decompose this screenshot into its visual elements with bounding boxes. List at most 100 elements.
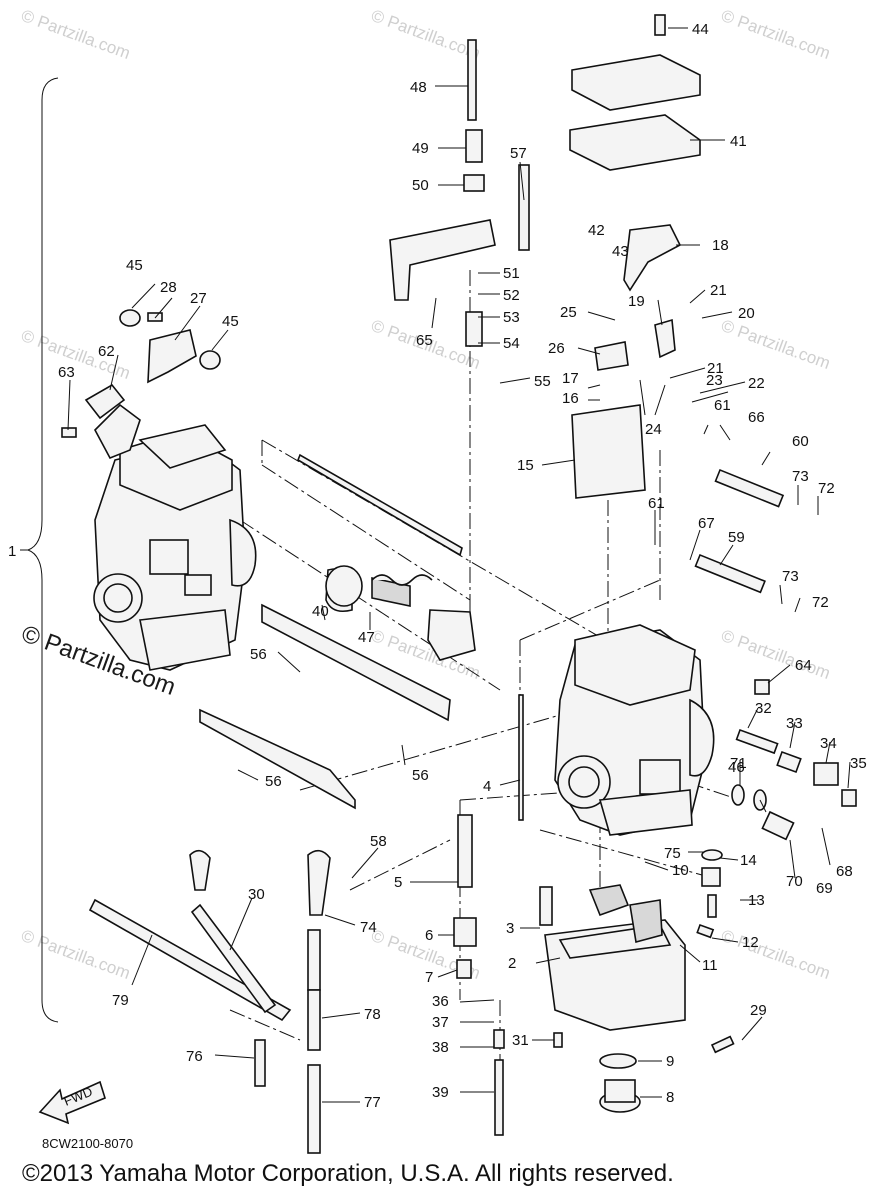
callout-35: 35	[850, 755, 867, 772]
callout-5: 5	[394, 874, 402, 891]
callout-77: 77	[364, 1094, 381, 1111]
callout-13: 13	[748, 892, 765, 909]
springs	[325, 565, 433, 607]
fwd-arrow-icon: FWD	[38, 1080, 106, 1125]
top-cover-group	[569, 14, 701, 171]
linkage-parts	[199, 219, 682, 810]
hoses	[88, 849, 331, 1154]
callout-76: 76	[186, 1048, 203, 1065]
callout-29: 29	[750, 1002, 767, 1019]
callout-56: 56	[250, 646, 267, 663]
callout-52: 52	[503, 287, 520, 304]
callout-20: 20	[738, 305, 755, 322]
callout-78: 78	[364, 1006, 381, 1023]
callout-44: 44	[692, 21, 709, 38]
callout-58: 58	[370, 833, 387, 850]
callout-22: 22	[748, 375, 765, 392]
callout-71: 71	[730, 755, 747, 772]
callout-66: 66	[748, 409, 765, 426]
callout-24: 24	[645, 421, 662, 438]
callout-70: 70	[786, 873, 803, 890]
callout-26: 26	[548, 340, 565, 357]
callout-61b: 61	[648, 495, 665, 512]
callout-14: 14	[740, 852, 757, 869]
callout-68: 68	[836, 863, 853, 880]
callout-72: 72	[818, 480, 835, 497]
callout-21: 21	[710, 282, 727, 299]
callout-36: 36	[432, 993, 449, 1010]
diagram-code: 8CW2100-8070	[42, 1136, 133, 1151]
callout-79: 79	[112, 992, 129, 1009]
callout-4: 4	[483, 778, 491, 795]
callout-33: 33	[786, 715, 803, 732]
callout-27: 27	[190, 290, 207, 307]
callout-50: 50	[412, 177, 429, 194]
callout-72b: 72	[812, 594, 829, 611]
callout-53: 53	[503, 309, 520, 326]
callout-40: 40	[312, 603, 329, 620]
callout-32: 32	[755, 700, 772, 717]
callout-46: 46	[728, 759, 745, 776]
watermark: © Partzilla.com	[19, 926, 133, 983]
callout-10: 10	[672, 862, 689, 879]
callout-43: 43	[612, 243, 629, 260]
callout-18: 18	[712, 237, 729, 254]
callout-60: 60	[792, 433, 809, 450]
callout-1: 1	[8, 543, 16, 560]
callout-37: 37	[432, 1014, 449, 1031]
screws-and-jets	[453, 39, 857, 1136]
watermark: © Partzilla.com	[369, 6, 483, 63]
callout-67: 67	[698, 515, 715, 532]
callout-57: 57	[510, 145, 527, 162]
callout-6: 6	[425, 927, 433, 944]
left-carburetor	[61, 309, 257, 671]
callout-42: 42	[588, 222, 605, 239]
callout-23: 23	[706, 372, 723, 389]
callout-31: 31	[512, 1032, 529, 1049]
callout-8: 8	[666, 1089, 674, 1106]
callout-63: 63	[58, 364, 75, 381]
callout-28: 28	[160, 279, 177, 296]
watermark: © Partzilla.com	[719, 316, 833, 373]
callout-38: 38	[432, 1039, 449, 1056]
callout-11: 11	[702, 957, 718, 974]
callout-34: 34	[820, 735, 837, 752]
callout-73b: 73	[782, 568, 799, 585]
callout-45: 45	[126, 257, 143, 274]
callout-56b: 56	[412, 767, 429, 784]
callout-16: 16	[562, 390, 579, 407]
callout-49: 49	[412, 140, 429, 157]
callout-7: 7	[425, 969, 433, 986]
callout-30: 30	[248, 886, 265, 903]
callout-45b: 45	[222, 313, 239, 330]
callout-47: 47	[358, 629, 375, 646]
callout-labels: 1 2 3 4 5 6 7 8 9 10 11 12 13 14 15 16 1…	[8, 21, 867, 1111]
callout-3: 3	[506, 920, 514, 937]
callout-62: 62	[98, 343, 115, 360]
watermark: © Partzilla.com	[19, 6, 133, 63]
callout-59: 59	[728, 529, 745, 546]
callout-64: 64	[795, 657, 812, 674]
callout-48: 48	[410, 79, 427, 96]
callout-56c: 56	[265, 773, 282, 790]
callout-2: 2	[508, 955, 516, 972]
callout-9: 9	[666, 1053, 674, 1070]
callout-39: 39	[432, 1084, 449, 1101]
callout-leaders	[67, 27, 851, 1103]
callout-17: 17	[562, 370, 579, 387]
callout-61: 61	[714, 397, 731, 414]
float-chamber	[544, 884, 686, 1113]
callout-55: 55	[534, 373, 551, 390]
copyright-notice: ©2013 Yamaha Motor Corporation, U.S.A. A…	[22, 1160, 674, 1187]
callout-25: 25	[560, 304, 577, 321]
callout-21b: 21	[707, 360, 724, 377]
right-carburetor	[554, 624, 715, 836]
callout-12: 12	[742, 934, 759, 951]
callout-75: 75	[664, 845, 681, 862]
watermark: © Partzilla.com	[719, 6, 833, 63]
assembly-bracket	[26, 77, 59, 1023]
watermark: © Partzilla.com	[19, 326, 133, 383]
callout-19: 19	[628, 293, 645, 310]
callout-51: 51	[503, 265, 520, 282]
